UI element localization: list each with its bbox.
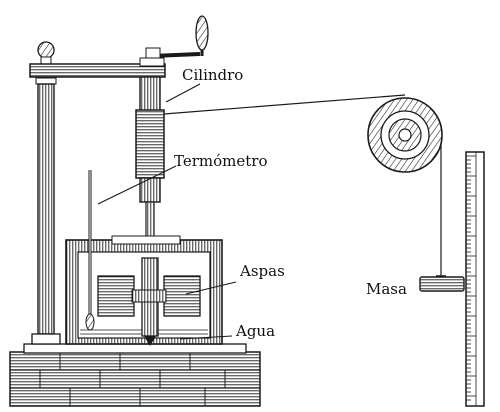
cylinder-leader-line: [165, 83, 201, 103]
wooden-base: [9, 343, 261, 407]
cylinder-label: Cilindro: [182, 66, 244, 84]
measuring-scale: [465, 151, 485, 407]
top-crossbeam: [29, 57, 166, 78]
pulley: [367, 97, 443, 173]
paddles-leader-line: [185, 281, 237, 295]
crank-handle: [145, 15, 209, 59]
mass-label: Masa: [366, 280, 407, 298]
thermometer-label: Termómetro: [174, 152, 268, 170]
paddles-label: Aspas: [240, 262, 285, 280]
paddle-wheel: [97, 257, 201, 346]
thermometer: [85, 170, 95, 331]
thermometer-leader-line: [97, 165, 177, 205]
support-column: [31, 41, 61, 345]
water-label: Agua: [236, 322, 276, 340]
hanging-mass: [419, 275, 465, 292]
water-leader-line: [179, 335, 233, 340]
winding-cylinder: [135, 76, 165, 203]
string: [163, 94, 442, 276]
